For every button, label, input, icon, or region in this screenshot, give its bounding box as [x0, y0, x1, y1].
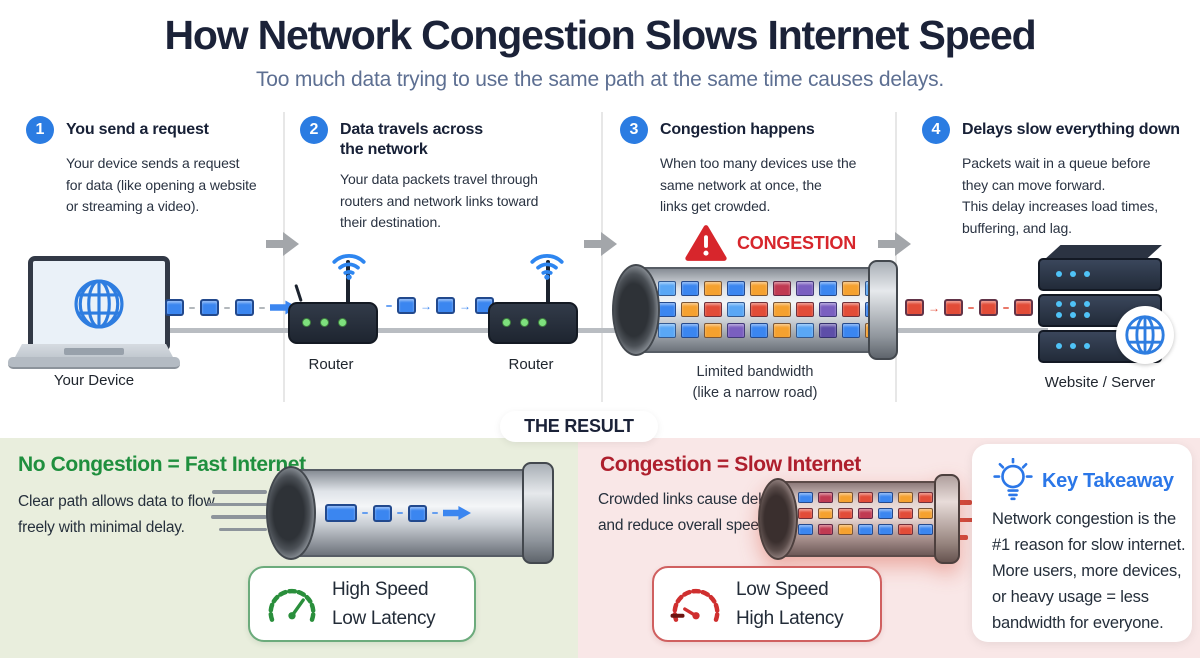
server-globe-icon	[1116, 306, 1174, 364]
step-2-title: Data travels across the network	[340, 121, 483, 158]
pipe-opening	[612, 264, 660, 356]
step-3-body: When too many devices use the same netwo…	[660, 155, 857, 215]
pipe-packets	[658, 281, 883, 338]
slow-badge: Low Speed High Latency	[652, 566, 882, 642]
packet-chain-device-router	[162, 299, 301, 316]
step-3: 3 Congestion happens When too many devic…	[620, 116, 878, 218]
server-top-face	[1044, 245, 1162, 260]
server-icon	[1038, 245, 1174, 366]
takeaway-title: Key Takeaway	[1042, 470, 1174, 492]
fast-body: Clear path allows data to flow freely wi…	[18, 493, 215, 536]
slow-heading: Congestion = Slow Internet	[600, 453, 861, 476]
lightbulb-icon	[993, 458, 1033, 501]
step-3-title: Congestion happens	[660, 121, 815, 138]
laptop-icon	[28, 256, 170, 352]
router-antenna	[546, 260, 550, 304]
fast-badge: High Speed Low Latency	[248, 566, 476, 642]
pipe-packets	[798, 492, 953, 535]
step-4-title: Delays slow everything down	[962, 121, 1180, 138]
takeaway-body: Network congestion is the #1 reason for …	[992, 510, 1186, 633]
flow-arrow-icon	[878, 232, 911, 256]
router-1-label: Router	[308, 356, 354, 373]
device-label: Your Device	[53, 372, 135, 389]
router-leds	[302, 318, 347, 327]
step-2: 2 Data travels across the network Your d…	[300, 116, 570, 234]
slow-body: Crowded links cause delays and reduce ov…	[598, 491, 785, 535]
pipe-caption: Limited bandwidth (like a narrow road)	[692, 364, 818, 402]
laptop-touchpad	[64, 348, 124, 355]
slow-badge-line2: High Latency	[736, 608, 844, 629]
fast-badge-line2: Low Latency	[332, 608, 436, 629]
flow-arrow-icon	[584, 232, 617, 256]
congested-pipe	[612, 260, 898, 360]
network-line	[140, 328, 1048, 333]
fast-badge-line1: High Speed	[332, 578, 429, 600]
speedometer-green-icon	[268, 588, 316, 622]
congestion-alert: CONGESTION	[685, 224, 856, 262]
result-pill: THE RESULT	[500, 411, 658, 442]
router-icon	[288, 302, 378, 344]
globe-icon	[74, 279, 124, 329]
divider	[283, 112, 285, 402]
speed-lines	[205, 490, 267, 531]
congestion-alert-label: CONGESTION	[737, 232, 857, 253]
pipe-opening	[758, 478, 798, 560]
pipe-opening	[266, 466, 316, 560]
pipe-cap	[934, 474, 960, 564]
warning-triangle-icon	[685, 225, 727, 261]
speedometer-red-icon	[670, 588, 720, 622]
wifi-icon	[332, 254, 366, 280]
clear-pipe-packets	[322, 504, 474, 522]
page-subtitle: Too much data trying to use the same pat…	[255, 68, 945, 91]
router-2-label: Router	[508, 356, 554, 373]
server-label: Website / Server	[1044, 374, 1156, 391]
step-2-body: Your data packets travel through routers…	[340, 171, 539, 231]
laptop-lip	[8, 357, 180, 369]
divider	[895, 112, 897, 402]
flow-arrow-icon	[266, 232, 299, 256]
router-antenna	[346, 260, 350, 304]
pipe-cap	[522, 462, 554, 564]
wifi-icon	[530, 254, 564, 280]
page-title: How Network Congestion Slows Internet Sp…	[164, 12, 1036, 58]
step-1-body: Your device sends a request for data (li…	[66, 155, 257, 215]
packet-chain-router-router: →→	[384, 297, 507, 314]
step-1-title: You send a request	[66, 121, 209, 138]
pipe-cap	[868, 260, 898, 360]
step-1-number: 1	[26, 116, 54, 144]
step-2-number: 2	[300, 116, 328, 144]
key-takeaway-card: Key Takeaway Network congestion is the #…	[972, 444, 1192, 642]
step-3-number: 3	[620, 116, 648, 144]
slow-badge-line1: Low Speed	[736, 578, 829, 600]
router-icon	[488, 302, 578, 344]
router-leds	[502, 318, 547, 327]
fast-heading: No Congestion = Fast Internet	[18, 453, 306, 476]
step-4-number: 4	[922, 116, 950, 144]
step-1: 1 You send a request Your device sends a…	[26, 116, 284, 218]
step-4-body: Packets wait in a queue before they can …	[962, 155, 1158, 237]
congested-pipe-small	[758, 474, 960, 564]
step-4: 4 Delays slow everything down Packets wa…	[922, 116, 1194, 240]
clear-pipe	[266, 462, 554, 564]
divider	[601, 112, 603, 402]
